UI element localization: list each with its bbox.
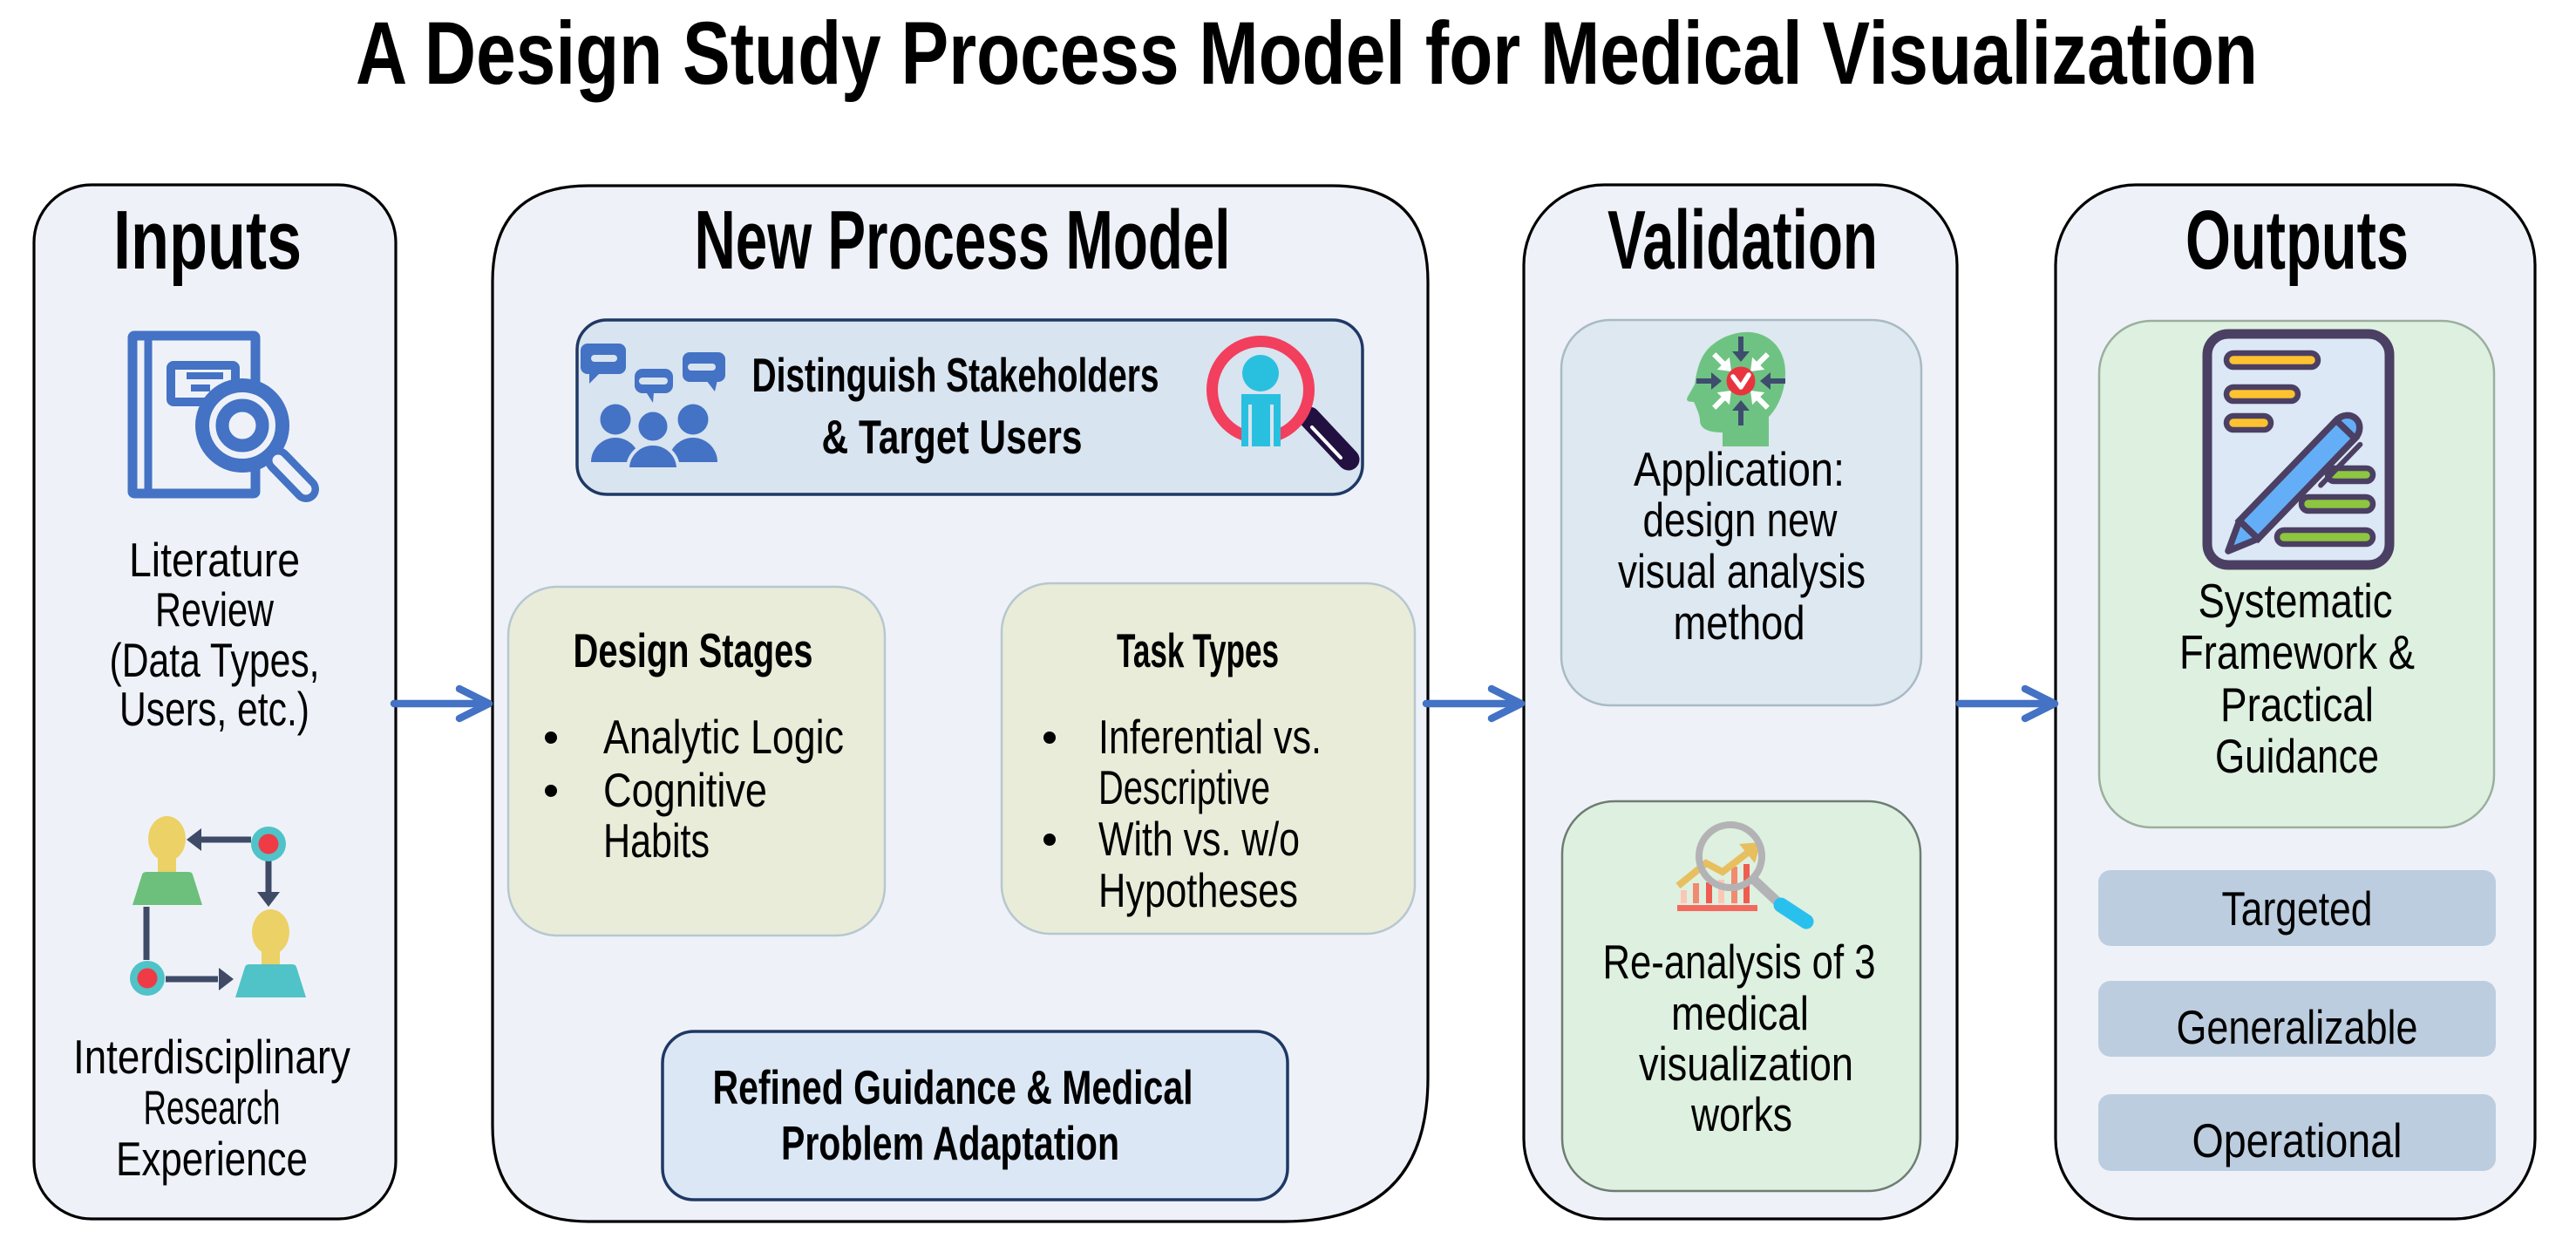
svg-text:method: method [1674,595,1805,650]
svg-text:A Design Study Process Model f: A Design Study Process Model for Medical… [356,3,2258,103]
svg-text:New Process Model: New Process Model [695,194,1231,287]
svg-text:Application:: Application: [1634,442,1845,496]
svg-text:Practical: Practical [2220,677,2374,732]
svg-text:Framework &: Framework & [2179,625,2415,679]
svg-text:works: works [1690,1087,1792,1141]
svg-text:Validation: Validation [1607,194,1878,287]
svg-text:Habits: Habits [603,813,710,868]
svg-text:Distinguish Stakeholders: Distinguish Stakeholders [752,348,1159,402]
svg-text:Experience: Experience [116,1132,308,1186]
svg-text:visualization: visualization [1639,1037,1853,1091]
svg-text:Inputs: Inputs [113,194,302,287]
svg-text:Users, etc.): Users, etc.) [119,682,309,736]
svg-text:(Data Types,: (Data Types, [110,633,320,687]
svg-text:Design Stages: Design Stages [574,623,813,677]
svg-text:Literature: Literature [129,533,300,587]
svg-text:Descriptive: Descriptive [1098,760,1270,814]
svg-text:Targeted: Targeted [2222,881,2373,936]
svg-text:Inferential vs.: Inferential vs. [1098,710,1322,764]
svg-text:Analytic Logic: Analytic Logic [603,710,844,764]
svg-text:& Target Users: & Target Users [822,410,1083,464]
svg-text:Hypotheses: Hypotheses [1098,863,1298,917]
svg-text:Review: Review [155,582,274,636]
svg-text:Task Types: Task Types [1117,623,1279,677]
svg-text:Research: Research [144,1080,281,1134]
svg-text:Systematic: Systematic [2199,574,2393,628]
svg-text:Operational: Operational [2192,1113,2403,1167]
svg-text:visual analysis: visual analysis [1618,544,1866,598]
svg-text:Generalizable: Generalizable [2177,1000,2418,1054]
svg-text:Guidance: Guidance [2215,729,2379,783]
svg-text:Outputs: Outputs [2185,194,2409,287]
svg-text:design new: design new [1643,493,1838,547]
svg-text:With vs. w/o: With vs. w/o [1098,812,1300,866]
svg-text:Refined Guidance & Medical: Refined Guidance & Medical [713,1060,1193,1114]
svg-text:medical: medical [1671,986,1809,1040]
svg-text:Problem Adaptation: Problem Adaptation [781,1116,1119,1170]
svg-text:Interdisciplinary: Interdisciplinary [73,1030,350,1084]
svg-text:Re-analysis of 3: Re-analysis of 3 [1603,935,1876,989]
svg-text:Cognitive: Cognitive [603,763,767,817]
